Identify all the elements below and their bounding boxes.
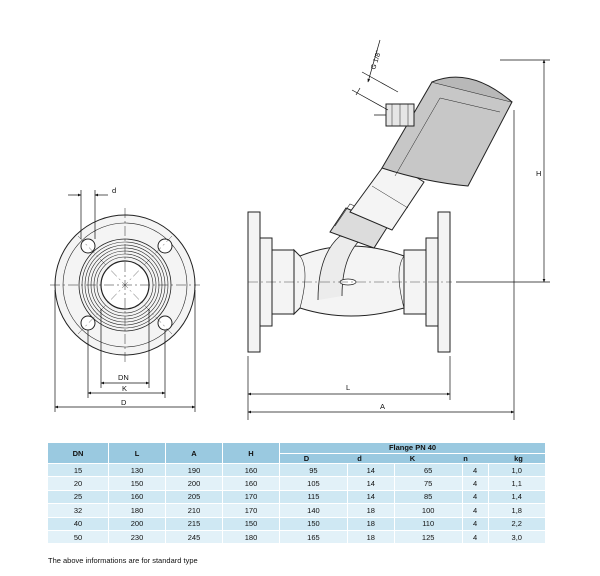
dim-label-d: d	[112, 186, 116, 195]
table-cell: 18	[347, 529, 395, 544]
table-cell: 14	[347, 462, 395, 477]
col-header-kg: kg	[514, 454, 523, 463]
col-header-d: D	[303, 454, 310, 463]
table-cell: 4	[462, 489, 489, 504]
table-cell: 205	[165, 489, 223, 504]
table-cell: 15	[48, 462, 109, 477]
table-cell: 125	[394, 529, 463, 544]
table-cell: 20	[48, 476, 109, 491]
col-header-h: H	[222, 443, 280, 464]
table-cell: 1,8	[488, 503, 547, 518]
table-cell: 65	[394, 462, 463, 477]
table-cell: 130	[108, 462, 166, 477]
flange-dimensions	[54, 190, 196, 412]
table-cell: 200	[108, 516, 166, 531]
table-cell: 160	[222, 476, 280, 491]
dim-label-g: G 1/8"	[370, 49, 383, 70]
table-cell: 215	[165, 516, 223, 531]
dim-label-h: H	[536, 169, 541, 178]
table-cell: 165	[279, 529, 348, 544]
table-cell: 230	[108, 529, 166, 544]
table-cell: 140	[279, 503, 348, 518]
table-cell: 115	[279, 489, 348, 504]
dim-label-a: A	[380, 402, 385, 411]
table-cell: 50	[48, 529, 109, 544]
table-cell: 95	[279, 462, 348, 477]
table-cell: 4	[462, 516, 489, 531]
col-header-dn: DN	[48, 443, 109, 464]
col-header-flange: Flange PN 40 D d K n kg	[279, 443, 546, 464]
table-cell: 1,0	[488, 462, 547, 477]
table-cell: 14	[347, 476, 395, 491]
table-cell: 245	[165, 529, 223, 544]
valve-body-side-view	[247, 76, 513, 353]
table-cell: 75	[394, 476, 463, 491]
table-cell: 180	[108, 503, 166, 518]
table-cell: 4	[462, 462, 489, 477]
table-cell: 170	[222, 503, 280, 518]
table-cell: 4	[462, 503, 489, 518]
table-cell: 150	[279, 516, 348, 531]
table-cell: 25	[48, 489, 109, 504]
flange-header: Flange PN 40	[280, 443, 545, 454]
valve-dimensions	[247, 39, 550, 420]
table-cell: 32	[48, 503, 109, 518]
table-cell: 170	[222, 489, 280, 504]
table-cell: 40	[48, 516, 109, 531]
table-cell: 210	[165, 503, 223, 518]
table-cell: 180	[222, 529, 280, 544]
table-cell: 160	[222, 462, 280, 477]
col-header-l: L	[108, 443, 166, 464]
flange-front-view	[50, 208, 200, 362]
dim-label-dn: DN	[118, 373, 129, 382]
footnote: The above informations are for standard …	[48, 556, 198, 565]
col-header-n: n	[463, 454, 468, 463]
table-cell: 1,1	[488, 476, 547, 491]
col-header-a: A	[165, 443, 223, 464]
table-cell: 110	[394, 516, 463, 531]
table-cell: 200	[165, 476, 223, 491]
table-cell: 85	[394, 489, 463, 504]
table-cell: 190	[165, 462, 223, 477]
table-cell: 4	[462, 529, 489, 544]
col-header-k: K	[409, 454, 416, 463]
valve-technical-drawing: d DN K D	[50, 39, 550, 420]
table-cell: 100	[394, 503, 463, 518]
table-cell: 3,0	[488, 529, 547, 544]
table-cell: 150	[222, 516, 280, 531]
table-cell: 105	[279, 476, 348, 491]
col-header-d-small: d	[357, 454, 362, 463]
table-cell: 4	[462, 476, 489, 491]
table-cell: 14	[347, 489, 395, 504]
table-header-row: DN L A H Flange PN 40 D d K n kg	[48, 443, 546, 464]
table-cell: 2,2	[488, 516, 547, 531]
dim-label-d-outer: D	[121, 398, 127, 407]
table-cell: 18	[347, 503, 395, 518]
table-cell: 160	[108, 489, 166, 504]
table-cell: 1,4	[488, 489, 547, 504]
dim-label-l: L	[346, 383, 350, 392]
table-cell: 150	[108, 476, 166, 491]
table-cell: 18	[347, 516, 395, 531]
dim-label-k: K	[122, 384, 127, 393]
